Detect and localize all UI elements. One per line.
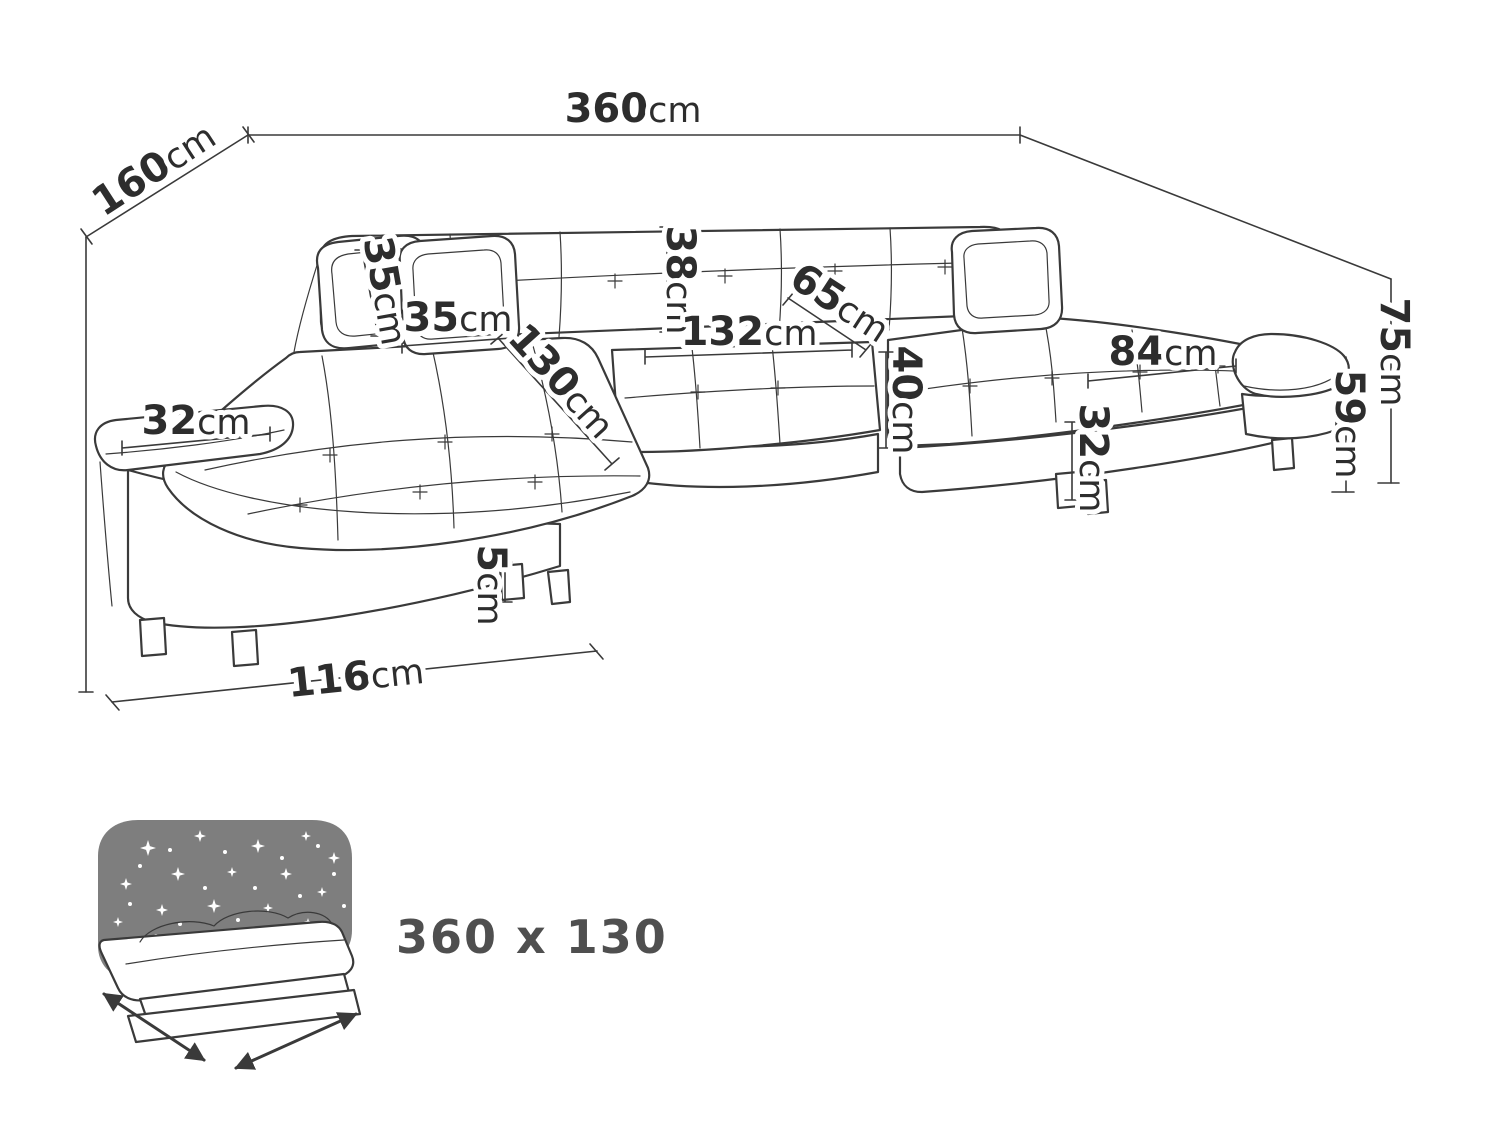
middle-seat-tuft-marks — [690, 380, 786, 400]
dim-leg-height: 5cm — [468, 544, 514, 625]
dim-line-5 — [497, 561, 513, 603]
pillow-left-front — [398, 234, 521, 356]
dim-seat-height: 40cm — [883, 345, 929, 454]
dim-line-32-left — [121, 426, 271, 456]
armrest-left — [93, 404, 295, 472]
armrest-right — [1231, 332, 1350, 440]
sleep-function-icon — [98, 820, 362, 1070]
dim-line-40 — [878, 351, 894, 449]
dim-line-132 — [644, 342, 853, 365]
dimension-lines — [121, 226, 1237, 603]
middle-seat — [610, 340, 882, 454]
right-base — [898, 394, 1310, 494]
dim-armrest-width-left: 32cm — [141, 398, 250, 444]
dim-line-32-right — [1064, 421, 1080, 501]
dim-pillow-width: 35cm — [403, 295, 512, 341]
left-chaise-seat — [162, 336, 651, 552]
unfold-arrow-left — [102, 992, 206, 1062]
dim-backrest-depth: 38cm — [657, 225, 703, 334]
sofa-legs — [138, 436, 1296, 668]
dim-line-65 — [782, 291, 872, 358]
unfold-arrow-front — [234, 1012, 358, 1070]
dim-width-total: 360cm — [565, 86, 702, 132]
dim-line-35-a — [354, 249, 386, 337]
dim-pillow-height: 35cm — [354, 233, 418, 348]
dim-right-seat-width: 84cm — [1108, 329, 1217, 375]
dim-armrest-height: 59cm — [1326, 369, 1372, 478]
left-side-silhouette — [99, 461, 113, 607]
dim-armrest-width-right: 32cm — [1070, 403, 1116, 512]
perspective-guide-lines — [78, 126, 1400, 711]
dim-line-84 — [1087, 358, 1237, 389]
sofa — [93, 225, 1350, 668]
right-seat-tuft-marks — [962, 358, 1226, 394]
dim-middle-seat-width: 132cm — [681, 309, 818, 355]
pillow-right — [950, 226, 1064, 335]
dim-depth-left: 160cm — [84, 113, 224, 226]
dim-line-130 — [490, 331, 620, 471]
sleeping-size-label: 360 x 130 — [396, 910, 668, 964]
dim-front-depth-left: 116cm — [285, 647, 426, 707]
left-seat-tuft-marks — [292, 426, 560, 513]
dim-line-38 — [659, 226, 675, 333]
duvet-line — [139, 910, 333, 943]
dim-line-35-b — [401, 330, 513, 354]
dim-back-height: 75cm — [1371, 297, 1417, 406]
